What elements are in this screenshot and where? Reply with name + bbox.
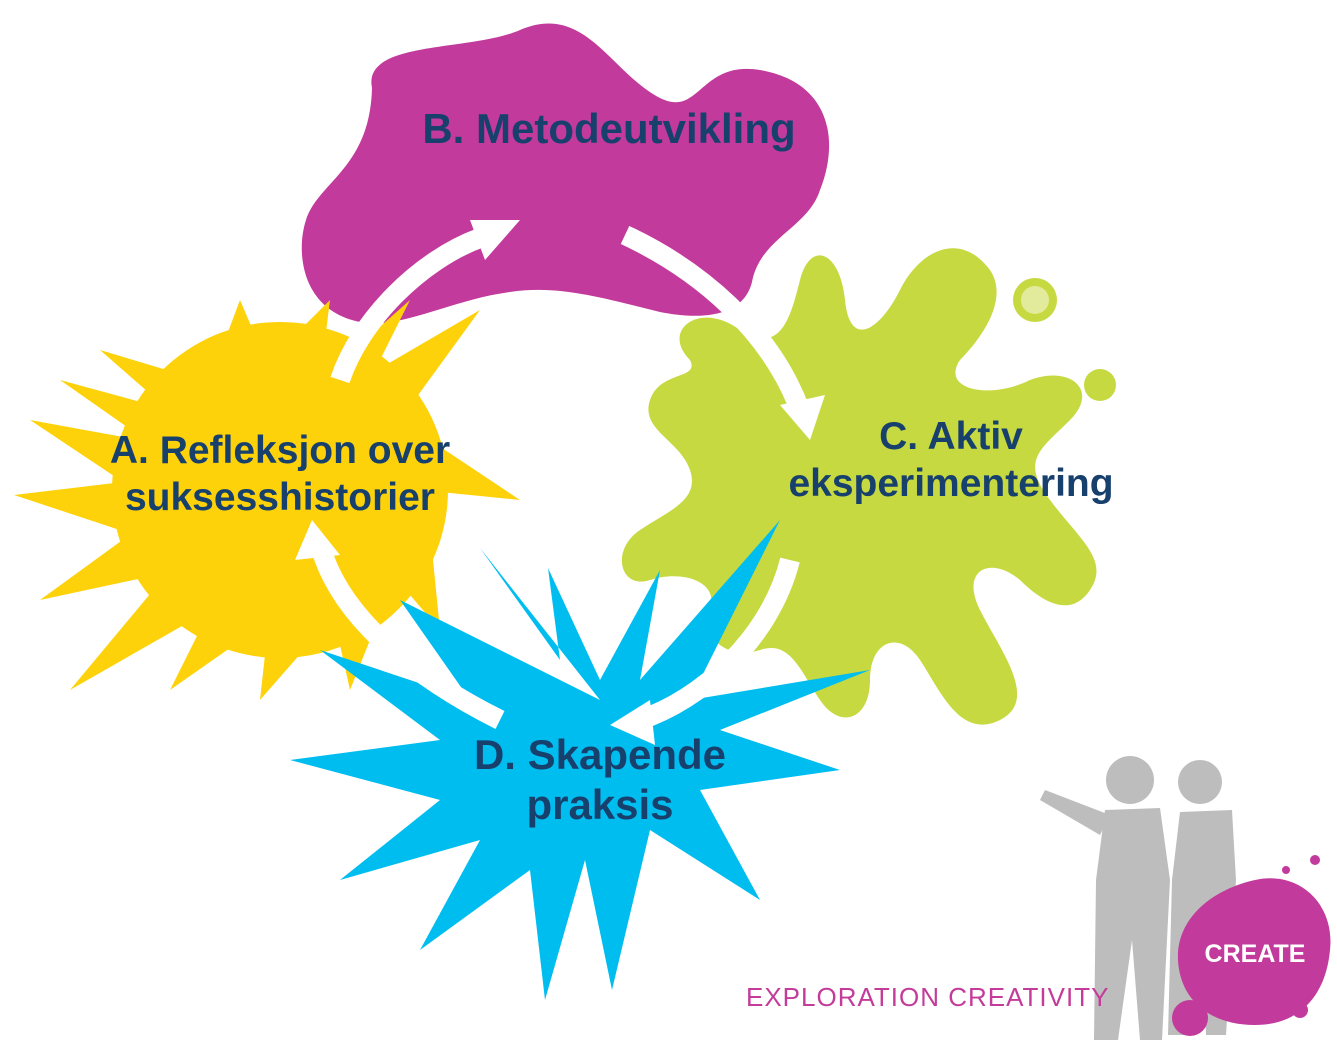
arrowhead-b <box>470 220 520 260</box>
stage-c-label-line1: C. Aktiv <box>879 415 1023 458</box>
arrowhead-a <box>295 520 340 560</box>
logo-tagline: EXPLORATION CREATIVITY <box>746 982 1110 1012</box>
stage-a-label-line1: A. Refleksjon over <box>109 429 451 472</box>
stage-d-label-line2: praksis <box>526 781 674 829</box>
arrow-b-to-c <box>620 225 810 414</box>
stage-b-label: B. Metodeutvikling <box>404 104 814 154</box>
logo-brand: CREATE <box>1204 940 1306 968</box>
stage-a-label-line2: suksesshistorier <box>124 475 435 519</box>
arrowhead-d <box>610 700 655 745</box>
stage-d-label: D. Skapende praksis <box>450 730 750 831</box>
create-logo-blob <box>1172 855 1331 1036</box>
arrow-d-to-a <box>310 542 505 729</box>
stage-d-label-line1: D. Skapende <box>473 731 727 778</box>
stage-c-label: C. Aktiv eksperimentering <box>756 414 1146 508</box>
stage-c-label-line2: eksperimentering <box>788 461 1114 505</box>
splat-highlight <box>1021 286 1049 314</box>
cycle-arrows <box>310 225 810 730</box>
arrow-c-to-d <box>636 557 800 730</box>
stage-b-cloud-shape <box>301 23 830 324</box>
stage-c-splat-shape <box>621 248 1116 725</box>
arrowhead-c <box>780 395 825 440</box>
stage-a-label: A. Refleksjon over suksesshistorier <box>70 428 490 522</box>
arrowheads <box>295 220 825 745</box>
stage-d-star-shape <box>290 520 870 1000</box>
stage-b-label-line1: B. Metodeutvikling <box>422 105 796 152</box>
stage-a-burst-shape <box>14 300 520 700</box>
arrow-a-to-b <box>330 228 484 384</box>
